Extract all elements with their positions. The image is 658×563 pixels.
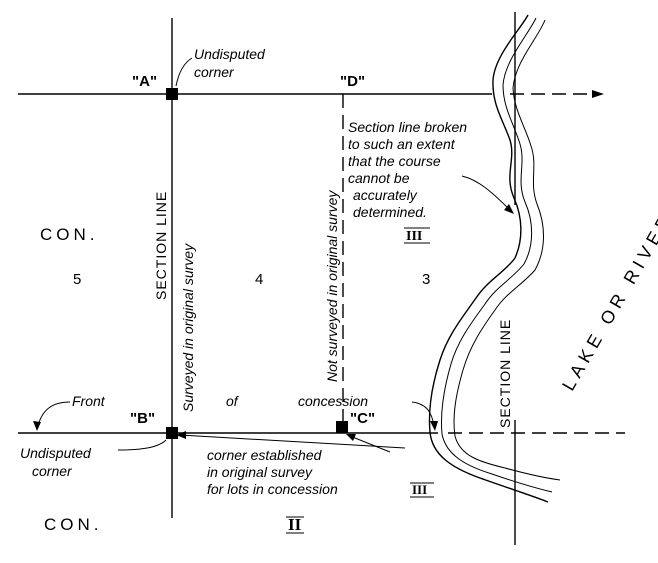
undisputed-bottom-leader <box>117 439 167 451</box>
established-leader-c <box>349 435 391 453</box>
con-label-lower: CON. <box>44 515 103 534</box>
surveyed-label: Surveyed in original survey <box>180 243 196 412</box>
undisputed-top-line1: Undisputed <box>194 46 266 62</box>
undisputed-bottom-line2: corner <box>32 463 73 479</box>
undisputed-top-line2: corner <box>194 64 235 80</box>
section-line-right-label: SECTION LINE <box>497 319 513 428</box>
not-surveyed-label: Not surveyed in original survey <box>324 190 340 382</box>
section-line-left-label: SECTION LINE <box>153 191 169 300</box>
lot-number-5: 5 <box>73 271 81 288</box>
broken-note-leader <box>461 175 513 213</box>
corner-marker-b <box>166 427 178 439</box>
broken-note-line4: cannot be <box>348 170 410 186</box>
broken-note-line2: to such an extent <box>348 136 456 152</box>
broken-note-line3: that the course <box>348 153 441 169</box>
con-label-upper: CON. <box>40 225 99 244</box>
corner-label-d: "D" <box>340 73 365 90</box>
established-leader-b-arrowhead <box>176 431 186 439</box>
corner-label-b: "B" <box>130 410 155 427</box>
front-label: Front <box>72 393 106 409</box>
established-note-line1: corner established <box>207 447 323 463</box>
of-label: of <box>226 393 240 409</box>
lake-or-river-label: LAKE OR RIVER <box>558 208 658 394</box>
corner-marker-c <box>336 421 348 433</box>
concession-roman-upper: III <box>406 229 422 244</box>
front-leader-left-arrowhead <box>33 421 41 431</box>
broken-note-line5: accurately <box>353 187 418 203</box>
lot-number-3: 3 <box>422 271 430 288</box>
lot-number-4: 4 <box>255 271 263 288</box>
corner-label-a: "A" <box>132 73 157 90</box>
shoreline-middle <box>441 17 553 493</box>
established-note-line3: for lots in concession <box>207 481 338 497</box>
concession-label: concession <box>298 393 368 409</box>
top-boundary-arrowhead <box>592 90 604 98</box>
corner-label-c: "C" <box>350 410 375 427</box>
broken-note-line6: determined. <box>353 204 427 220</box>
concession-roman-lower: II <box>288 515 302 534</box>
front-leader-right-arrowhead <box>430 421 438 431</box>
front-leader-left <box>37 401 71 427</box>
corner-marker-a <box>166 88 178 100</box>
established-leader-c-arrowhead <box>346 434 356 441</box>
undisputed-bottom-line1: Undisputed <box>20 445 92 461</box>
established-note-roman: III <box>412 482 427 497</box>
undisputed-top-leader <box>175 57 193 87</box>
established-leader-b <box>179 434 406 449</box>
shoreline-outer <box>428 14 549 503</box>
broken-note-line1: Section line broken <box>348 119 467 135</box>
established-note-line2: in original survey <box>207 464 313 480</box>
broken-note-arrowhead <box>504 204 514 214</box>
shoreline-inner <box>453 19 561 481</box>
